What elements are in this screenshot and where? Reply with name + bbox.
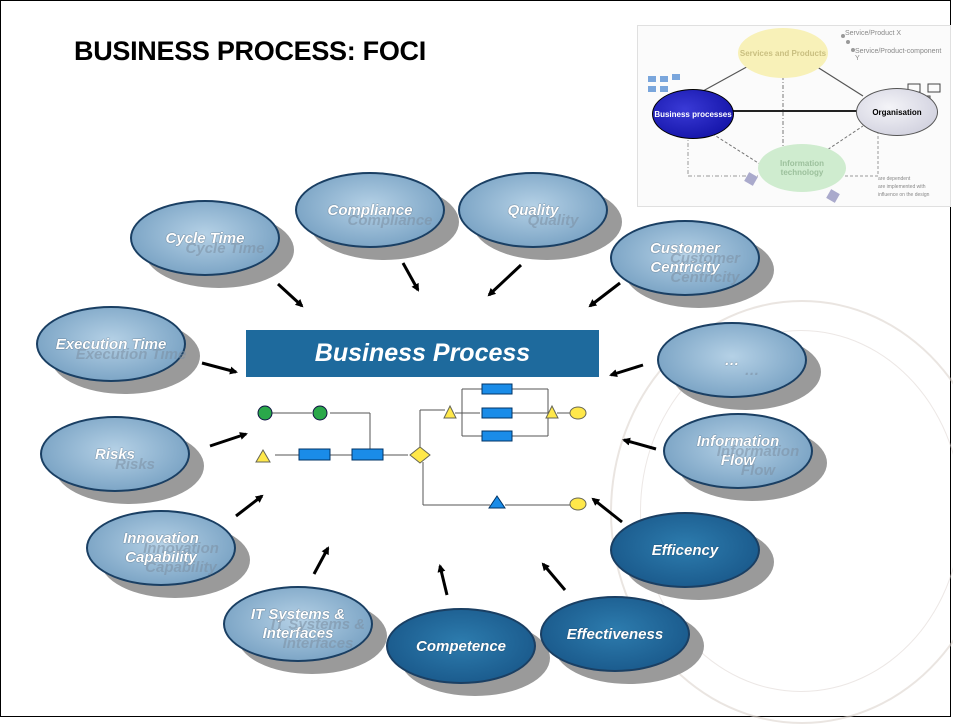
bubble-body: Execution Time	[36, 306, 186, 382]
context-diagram: Services and Products Business processes…	[637, 25, 951, 207]
focus-label: Quality	[508, 201, 559, 220]
focus-label: Risks	[95, 445, 135, 464]
arrow-innovation-capability	[235, 494, 264, 518]
focus-bubble-more: ……	[657, 322, 823, 412]
context-annotation-x: Service/Product X	[845, 30, 902, 37]
legend-item-dependent: are dependent	[878, 176, 911, 182]
focus-label: Execution Time	[56, 335, 167, 354]
focus-label-line: Customer	[649, 240, 720, 257]
focus-label-line: Information	[696, 433, 780, 450]
arrow-efficency	[591, 497, 623, 524]
bubble-body: Competence	[386, 608, 536, 684]
slide-title: BUSINESS PROCESS: FOCI	[74, 36, 426, 66]
focus-label: Cycle Time	[166, 229, 245, 248]
bubble-echo-text: IT Systems &Interfaces	[270, 616, 366, 652]
arrow-risks	[209, 432, 248, 448]
bubble-body: IT Systems & Interfaces	[223, 586, 373, 662]
focus-label-line: IT Systems &	[250, 606, 346, 623]
arrow-more	[609, 363, 644, 378]
focus-label-line: …	[724, 351, 740, 369]
focus-label-line: Compliance	[327, 201, 413, 219]
focus-bubble-efficency: Efficency	[610, 512, 776, 602]
focus-label-line: Competence	[415, 637, 507, 655]
bubble-body: …	[657, 322, 807, 398]
bubble-echo-text: Quality	[527, 211, 579, 229]
bubble-echo-text: Risks	[114, 455, 156, 473]
focus-label-line: Capability	[125, 549, 197, 566]
focus-label: …	[725, 351, 740, 370]
focus-label-line: Cycle Time	[165, 229, 245, 247]
bubble-body: Efficency	[610, 512, 760, 588]
business-process-banner: Business Process	[246, 330, 599, 377]
focus-label-line: Flow	[720, 452, 756, 469]
focus-label-line: Efficency	[651, 541, 719, 559]
arrow-information-flow	[622, 437, 657, 451]
context-node-services: Services and Products	[738, 28, 828, 78]
arrow-competence	[437, 564, 449, 596]
focus-label-line: Centricity	[650, 259, 720, 276]
arrow-customer-centricity	[588, 281, 621, 308]
bubble-body: Quality	[458, 172, 608, 248]
arrow-quality	[487, 263, 523, 297]
focus-label: Competence	[416, 637, 506, 656]
bubble-echo-text: Compliance	[347, 211, 433, 229]
bubble-body: Cycle Time	[130, 200, 280, 276]
legend-item-influence: influence on the design	[878, 192, 930, 198]
arrow-execution-time	[201, 361, 238, 375]
focus-bubble-competence: Competence	[386, 608, 552, 698]
bubble-echo-text: Execution Time	[75, 345, 187, 363]
context-annotation-y: Service/Product-component Y	[855, 48, 942, 62]
focus-label-line: Execution Time	[55, 335, 167, 353]
context-node-business: Business processes	[652, 89, 734, 139]
arrow-cycle-time	[276, 282, 304, 308]
arrow-compliance	[401, 262, 420, 292]
focus-label: Effectiveness	[567, 625, 663, 644]
focus-label: Efficency	[652, 541, 718, 560]
context-node-organisation: Organisation	[856, 88, 938, 136]
focus-label: IT Systems & Interfaces	[251, 605, 345, 643]
focus-label: Compliance	[327, 201, 412, 220]
focus-label-line: Interfaces	[262, 625, 334, 642]
focus-label-line: Risks	[94, 445, 136, 463]
context-node-it: Information technology	[758, 144, 846, 192]
bubble-body: Compliance	[295, 172, 445, 248]
arrow-effectiveness	[541, 562, 567, 591]
bubble-echo-text: …	[744, 361, 760, 379]
bubble-body: Effectiveness	[540, 596, 690, 672]
bubble-body: Risks	[40, 416, 190, 492]
arrow-it-systems-interfaces	[312, 546, 330, 575]
focus-bubble-effectiveness: Effectiveness	[540, 596, 706, 686]
legend-item-implemented: are implemented with	[878, 184, 926, 190]
seal-watermark-inner	[640, 330, 953, 692]
focus-label-line: Quality	[507, 201, 559, 219]
bubble-echo-text: Cycle Time	[185, 239, 265, 257]
focus-label-line: Effectiveness	[566, 625, 664, 643]
focus-label-line: Innovation	[123, 530, 199, 547]
business-process-label: Business Process	[314, 339, 531, 367]
